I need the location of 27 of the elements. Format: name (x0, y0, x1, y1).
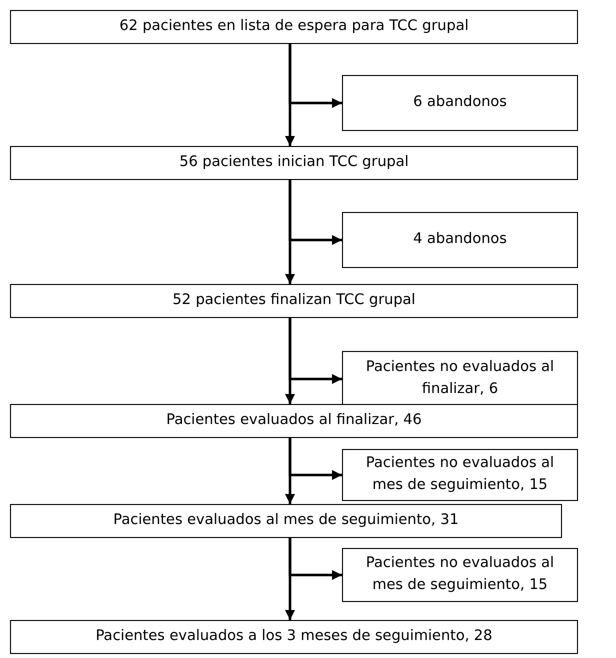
box-text: 56 pacientes inician TCC grupal (179, 153, 409, 172)
box-text: 4 abandonos (413, 230, 507, 250)
process-box (342, 548, 578, 602)
box-text: 52 pacientes finalizan TCC grupal (172, 291, 416, 310)
box-text: Pacientes no evaluados al mes de seguimiento, 15 (364, 454, 556, 495)
process-box (10, 504, 562, 538)
process-box (10, 620, 578, 654)
process-box (342, 351, 578, 407)
box-text: 6 abandonos (413, 93, 507, 112)
box-text: Pacientes evaluados al mes de seguimiento, 31 (113, 511, 459, 530)
process-box (342, 212, 578, 268)
process-box (342, 75, 578, 131)
arrow (288, 438, 342, 480)
box-text: Pacientes evaluados a los 3 meses de seguimiento, 28 (96, 627, 492, 646)
process-box (10, 284, 578, 318)
arrow (288, 318, 342, 384)
process-box (10, 10, 578, 44)
box-text: Pacientes no evaluados al finalizar, 6 (364, 358, 556, 399)
process-box (10, 146, 578, 180)
arrow (288, 538, 342, 580)
process-box (342, 449, 578, 501)
process-box (10, 404, 578, 438)
arrow (288, 180, 342, 245)
box-text: 62 pacientes en lista de espera para TCC grupal (119, 17, 469, 36)
arrow (288, 44, 342, 108)
box-text: Pacientes no evaluados al mes de seguimiento, 15 (364, 554, 556, 595)
box-text: Pacientes evaluados al finalizar, 46 (166, 411, 422, 430)
